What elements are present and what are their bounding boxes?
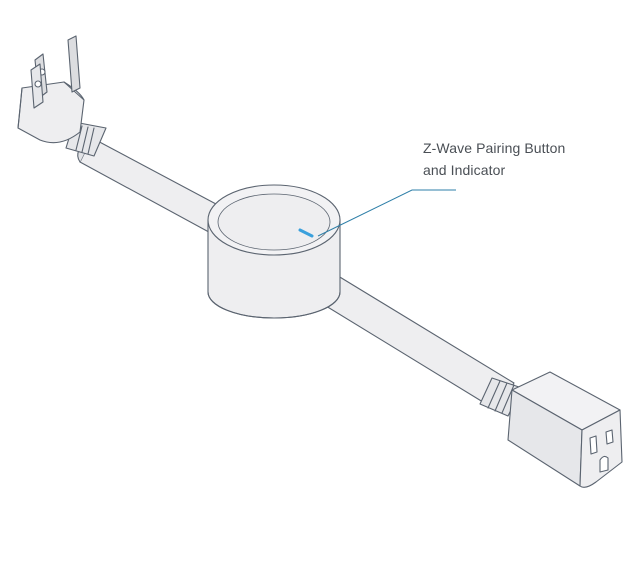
plug-icon <box>17 35 85 144</box>
pairing-hub <box>207 184 341 319</box>
callout-line-2: and Indicator <box>423 162 506 178</box>
pairing-button-callout: Z-Wave Pairing Button and Indicator <box>423 137 565 181</box>
indicator-led-icon <box>298 228 314 238</box>
outlet-icon <box>507 371 623 488</box>
callout-leader-line <box>317 189 456 237</box>
callout-line-1: Z-Wave Pairing Button <box>423 140 566 156</box>
